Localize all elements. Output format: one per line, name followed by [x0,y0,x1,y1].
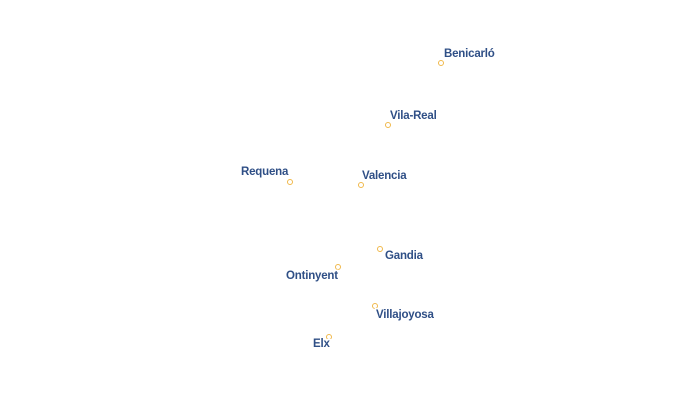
city-label-elx: Elx [313,338,330,350]
city-marker-valencia[interactable] [358,182,364,188]
city-marker-vila-real[interactable] [385,122,391,128]
city-marker-ontinyent[interactable] [335,264,341,270]
city-marker-benicarlo[interactable] [438,60,444,66]
city-label-gandia: Gandia [385,250,423,262]
city-marker-gandia[interactable] [377,246,383,252]
city-marker-requena[interactable] [287,179,293,185]
city-label-benicarlo: Benicarló [444,48,495,60]
city-marker-villajoyosa[interactable] [372,303,378,309]
city-label-vila-real: Vila-Real [390,110,437,122]
city-label-villajoyosa: Villajoyosa [376,309,434,321]
city-label-valencia: Valencia [362,170,407,182]
city-label-requena: Requena [241,166,289,178]
city-marker-elx[interactable] [326,334,332,340]
city-label-ontinyent: Ontinyent [286,270,338,282]
